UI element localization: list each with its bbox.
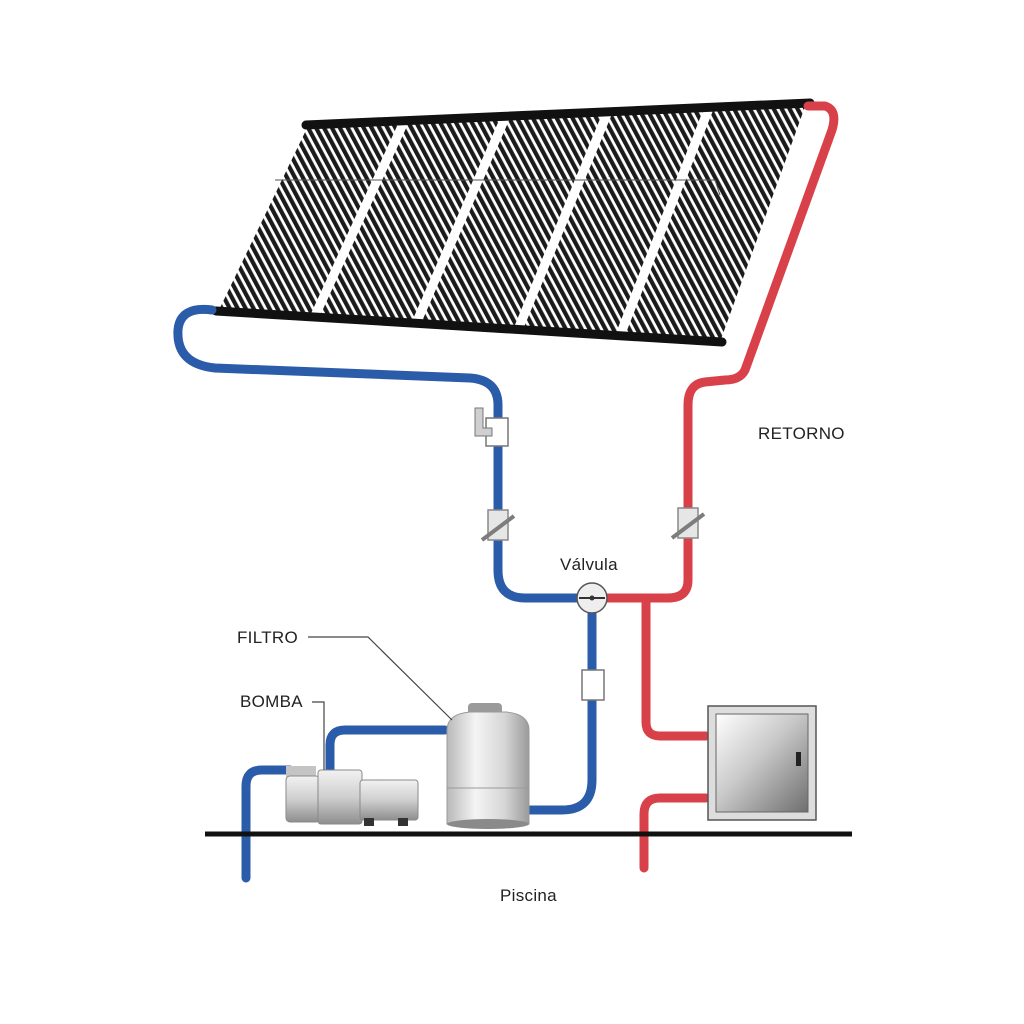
bomba-leader-line: [312, 701, 325, 770]
inline-fitting-icon: [581, 669, 605, 701]
hot-return-pipe: [593, 101, 839, 873]
retorno-label: RETORNO: [758, 424, 845, 443]
filtro-label: FILTRO: [237, 628, 298, 647]
cold-supply-pipe: [173, 304, 597, 883]
check-valve-icon: [474, 407, 509, 447]
filtro-leader-line: [308, 636, 453, 721]
heater-box-icon: [707, 705, 817, 821]
piscina-label: Piscina: [500, 886, 557, 905]
valve-icon: [576, 582, 608, 614]
bomba-label: BOMBA: [240, 692, 303, 711]
pump-icon: [285, 766, 419, 826]
filter-icon: [446, 703, 530, 829]
solar-panel-icon: [211, 98, 815, 347]
valvula-label: Válvula: [560, 555, 618, 574]
union-fitting-hot-icon: [670, 507, 706, 540]
union-fitting-cold-icon: [480, 509, 516, 542]
